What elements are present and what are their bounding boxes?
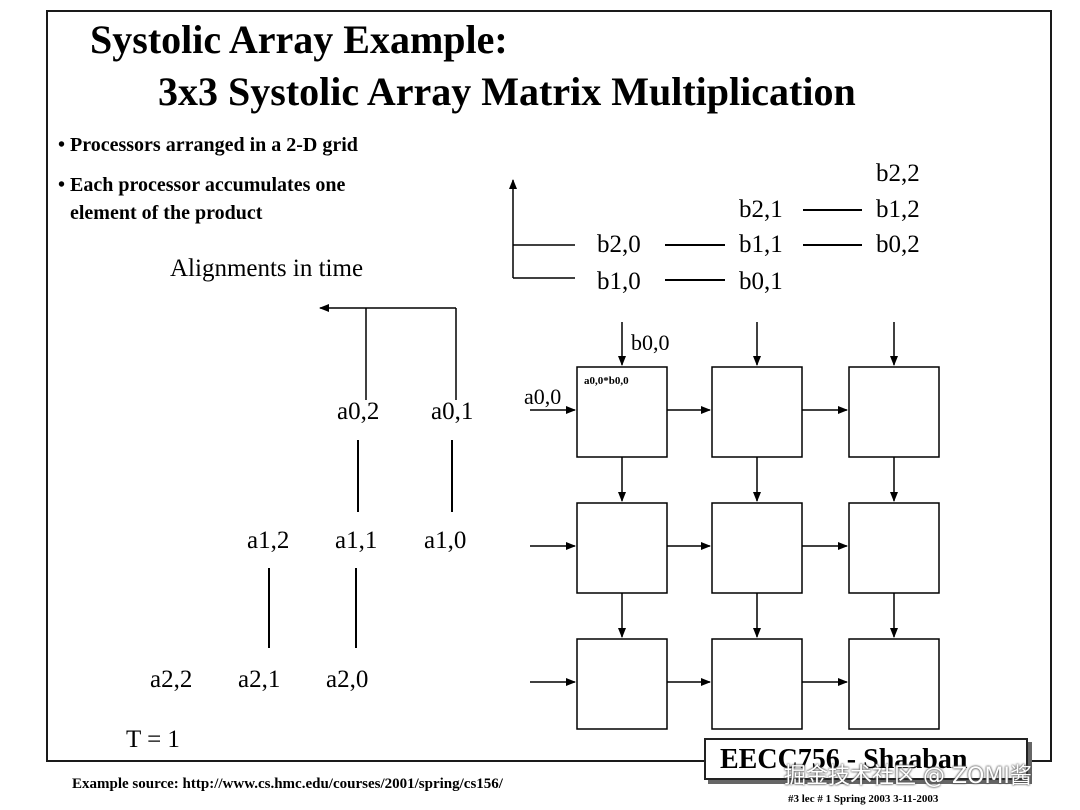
slide-title-line2: 3x3 Systolic Array Matrix Multiplication xyxy=(158,69,856,114)
a11-label: a1,1 xyxy=(335,527,378,554)
bullet-accumulate-cont: element of the product xyxy=(70,202,263,224)
processor-grid xyxy=(576,366,940,730)
footer-meta: #3 lec # 1 Spring 2003 3-11-2003 xyxy=(788,793,939,805)
b-connectors xyxy=(665,209,862,281)
a22-label: a2,2 xyxy=(150,666,193,693)
b12-label: b1,2 xyxy=(876,196,920,223)
bullet-accumulate: • Each processor accumulates one xyxy=(58,174,346,196)
time-step-label: T = 1 xyxy=(126,726,180,753)
b21-label: b2,1 xyxy=(739,196,783,223)
a02-label: a0,2 xyxy=(337,398,380,425)
a21-label: a2,1 xyxy=(238,666,281,693)
b11-label: b1,1 xyxy=(739,231,783,258)
bullet-grid: • Processors arranged in a 2-D grid xyxy=(58,134,358,156)
a-time-axis xyxy=(319,304,457,400)
course-badge: EECC756 - Shaaban xyxy=(704,738,1028,780)
b01-label: b0,1 xyxy=(739,268,783,295)
a20-label: a2,0 xyxy=(326,666,369,693)
b22-label: b2,2 xyxy=(876,160,920,187)
a-connectors xyxy=(268,440,453,648)
b00-label: b0,0 xyxy=(631,330,670,355)
grid-arrows xyxy=(530,322,898,686)
b10-label: b1,0 xyxy=(597,268,641,295)
alignments-label: Alignments in time xyxy=(170,255,364,282)
slide-title-line1: Systolic Array Example: xyxy=(90,17,508,62)
a00-label: a0,0 xyxy=(524,384,562,409)
b-time-axis xyxy=(509,179,575,279)
b02-label: b0,2 xyxy=(876,231,920,258)
footer-source: Example source: http://www.cs.hmc.edu/co… xyxy=(72,776,503,792)
a01-label: a0,1 xyxy=(431,398,474,425)
a12-label: a1,2 xyxy=(247,527,290,554)
b20-label: b2,0 xyxy=(597,231,641,258)
watermark: 掘金技术社区 @ ZOMI酱 xyxy=(784,764,1032,789)
cell-0-0-label: a0,0*b0,0 xyxy=(584,375,629,387)
course-badge-text: EECC756 - Shaaban xyxy=(720,744,968,775)
a10-label: a1,0 xyxy=(424,527,467,554)
